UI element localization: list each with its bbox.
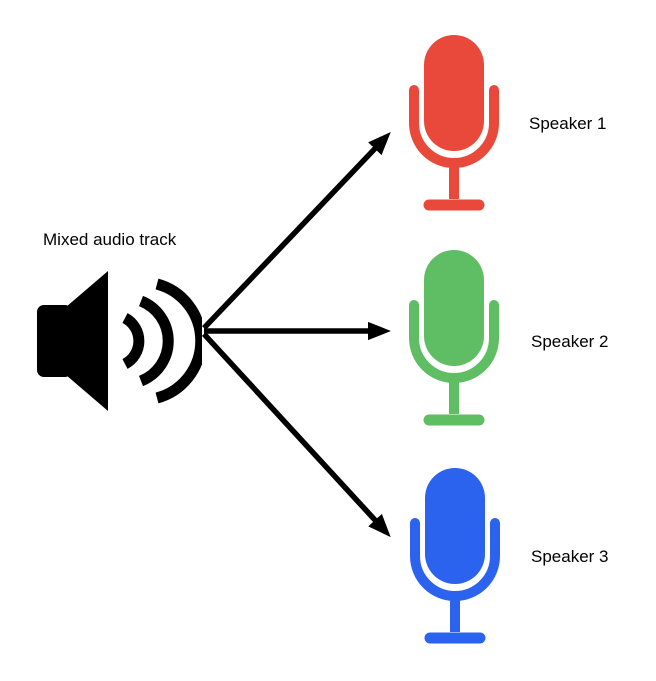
speaker-audio-icon [37, 271, 202, 411]
arrow-to-speaker-3 [201, 332, 391, 538]
microphone-icon-speaker-2 [409, 250, 499, 426]
microphone-icon-speaker-3 [410, 468, 500, 644]
speaker-1-label: Speaker 1 [529, 114, 607, 133]
speaker-2-label: Speaker 2 [531, 332, 609, 351]
mixed-audio-track-label: Mixed audio track [43, 230, 177, 249]
microphone-icon-speaker-1 [409, 35, 499, 211]
speaker-3-label: Speaker 3 [531, 547, 609, 566]
arrow-to-speaker-1 [202, 131, 391, 330]
